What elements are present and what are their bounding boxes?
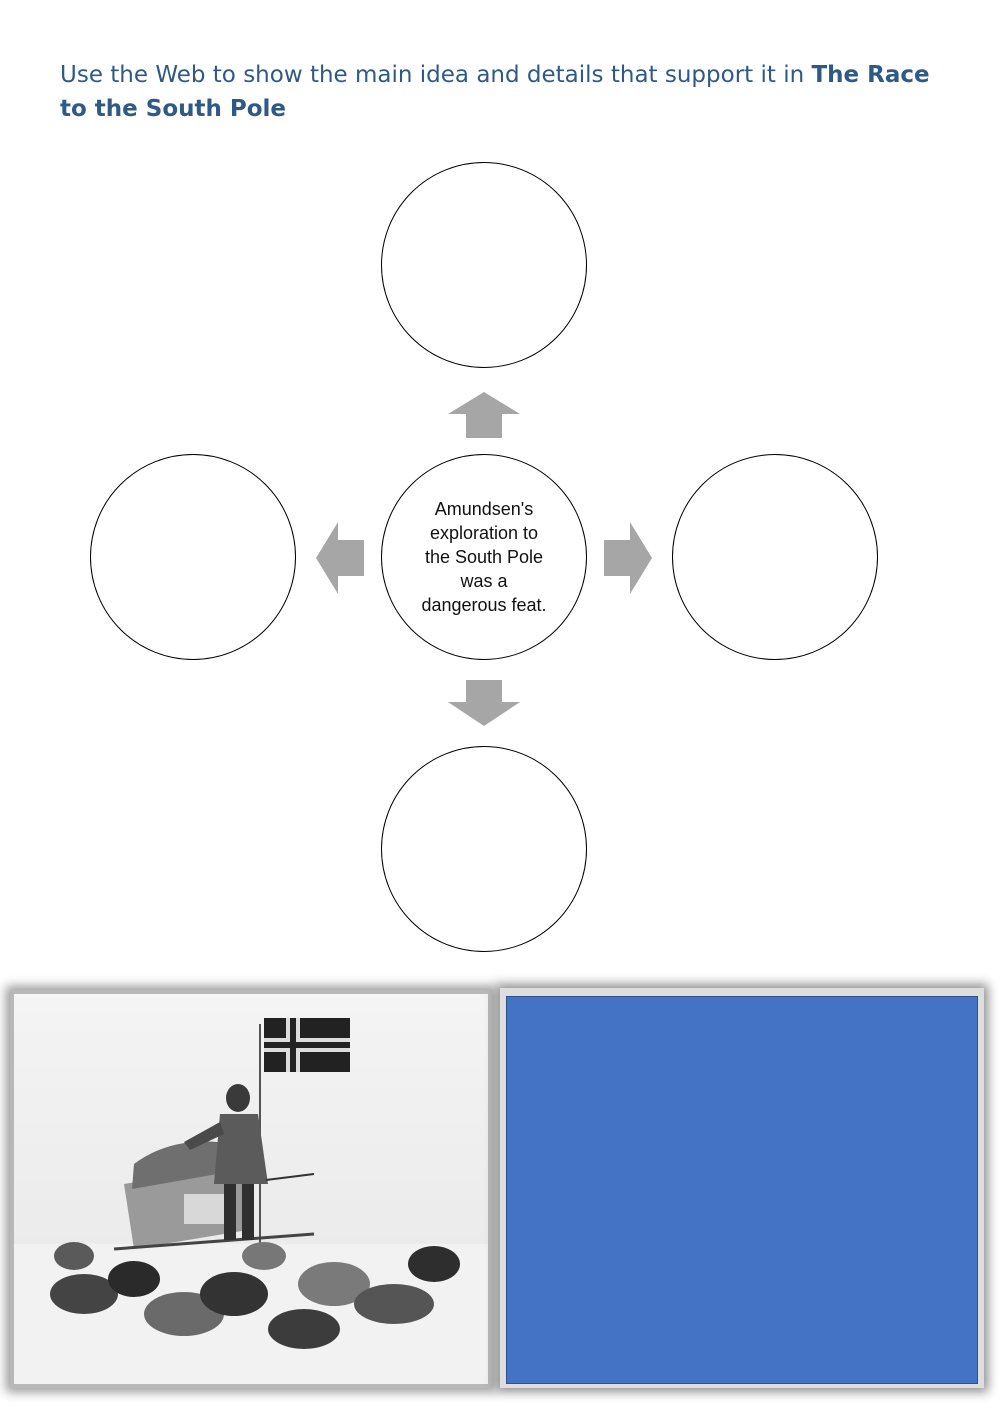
answer-drop-zone[interactable] <box>506 996 978 1384</box>
expedition-photo <box>10 990 492 1388</box>
arrow-left-icon <box>316 522 364 594</box>
answer-drop-frame <box>500 988 984 1388</box>
arrow-up-icon <box>448 392 520 438</box>
explorer-icon <box>184 1084 315 1240</box>
sled-dogs-icon <box>50 1242 460 1349</box>
detail-circle-right[interactable] <box>672 454 878 660</box>
flag-icon <box>264 1018 350 1072</box>
detail-circle-left[interactable] <box>90 454 296 660</box>
instructions-text: Use the Web to show the main idea and de… <box>60 58 940 126</box>
detail-circle-bottom[interactable] <box>381 746 587 952</box>
expedition-photo-icon <box>14 994 488 1384</box>
main-idea-text: Amundsen's exploration to the South Pole… <box>421 499 547 615</box>
arrow-down-icon <box>448 680 520 726</box>
arrow-right-icon <box>604 522 652 594</box>
instructions-title: The Race to the South Pole <box>60 62 930 122</box>
detail-circle-top[interactable] <box>381 162 587 368</box>
main-idea-circle: Amundsen's exploration to the South Pole… <box>381 454 587 660</box>
instructions-plain: Use the Web to show the main idea and de… <box>60 62 812 88</box>
